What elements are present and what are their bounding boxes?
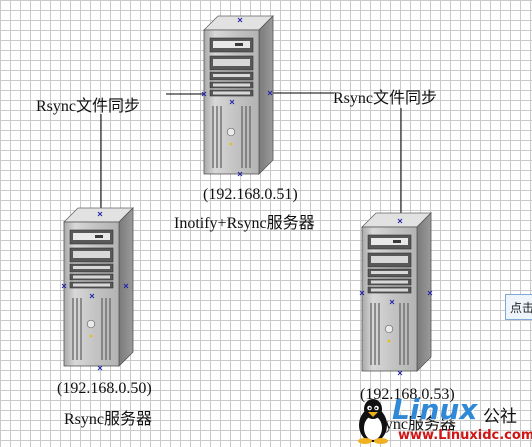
server-role-center: Inotify+Rsync服务器 — [174, 215, 315, 232]
server-role-right: Rsync服务器 — [368, 416, 457, 433]
server-role-left: Rsync服务器 — [64, 411, 153, 428]
server-icon-center — [203, 15, 274, 175]
connection-label-left: Rsync文件同步 — [36, 98, 141, 115]
watermark-url: www.Linuxidc.com — [398, 428, 532, 443]
side-click-button[interactable]: 点击 — [505, 294, 532, 320]
penguin-logo-icon — [358, 399, 388, 444]
watermark-suffix: 公社 — [483, 407, 517, 427]
server-icon-left — [63, 207, 134, 367]
connection-label-right: Rsync文件同步 — [333, 90, 438, 107]
connector-lines — [100, 92, 402, 222]
server-ip-left: (192.168.0.50) — [57, 380, 152, 397]
connection-points — [61, 17, 433, 376]
server-icon-right — [361, 212, 432, 372]
server-ip-center: (192.168.0.51) — [203, 186, 298, 203]
watermark-brand: Linux — [392, 393, 478, 426]
server-ip-right: (192.168.0.53) — [360, 386, 455, 403]
